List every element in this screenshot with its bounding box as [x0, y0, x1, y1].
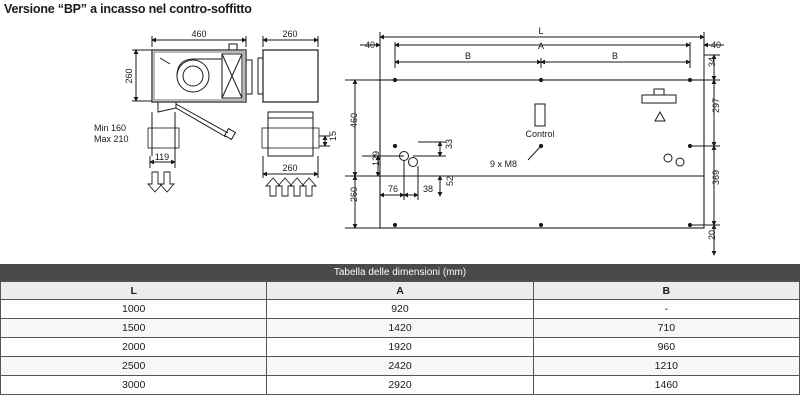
front-gap-label: 15	[328, 131, 338, 141]
cell-L: 1500	[0, 318, 268, 338]
side-width-label: 460	[191, 29, 206, 39]
control-label: Control	[525, 129, 554, 139]
cell-A: 2420	[266, 356, 534, 376]
cell-B: 1210	[532, 356, 800, 376]
plan-right-dim-34: 34	[707, 57, 717, 67]
page-title: Versione “BP” a incasso nel contro-soffi…	[4, 2, 252, 16]
plan-view	[345, 32, 724, 256]
table-row: 2000 1920 960	[0, 337, 800, 357]
plan-right-dim-20: 20	[707, 230, 717, 240]
cell-A: 1420	[266, 318, 534, 338]
side-height-label: 260	[124, 68, 134, 83]
cell-A: 2920	[266, 375, 534, 395]
plan-B-right-label: B	[612, 51, 618, 61]
header-A: A	[266, 281, 534, 300]
cell-L: 1000	[0, 299, 268, 319]
cell-L: 2000	[0, 337, 268, 357]
plan-right-dim-297: 297	[711, 98, 721, 113]
plan-left-dim-260: 260	[349, 187, 359, 202]
side-outlet-label: 119	[155, 152, 169, 162]
front-view	[257, 36, 330, 197]
max-height-label: Max 210	[94, 134, 129, 144]
plan-left-dim-129: 129	[371, 151, 381, 166]
table-row: 3000 2920 1460	[0, 375, 800, 395]
min-height-label: Min 160	[94, 123, 126, 133]
side-view	[132, 36, 253, 193]
plan-bottom-dim-76: 76	[388, 184, 398, 194]
plan-bottom-dim-38: 38	[423, 184, 433, 194]
table-header-row: L A B	[0, 281, 800, 300]
plan-mid-dim-52: 52	[445, 176, 455, 186]
plan-L-label: L	[538, 26, 543, 36]
cell-B: 960	[532, 337, 800, 357]
cell-B: -	[532, 299, 800, 319]
front-outlet-label: 260	[282, 163, 297, 173]
plan-margin-right-label: 40	[711, 40, 721, 50]
plan-B-left-label: B	[465, 51, 471, 61]
cell-B: 710	[532, 318, 800, 338]
cell-A: 1920	[266, 337, 534, 357]
table-row: 2500 2420 1210	[0, 356, 800, 376]
cell-A: 920	[266, 299, 534, 319]
plan-mid-dim-33: 33	[444, 139, 454, 149]
dimensions-table: Tabella delle dimensioni (mm) L A B 1000…	[0, 264, 800, 395]
table-caption: Tabella delle dimensioni (mm)	[0, 264, 800, 281]
plan-right-dim-369: 369	[711, 170, 721, 185]
plan-A-label: A	[538, 41, 544, 51]
cell-B: 1460	[532, 375, 800, 395]
technical-drawing: 460 260 Min 160 Max 210 119 260 15 260	[94, 26, 724, 256]
table-row: 1000 920 -	[0, 299, 800, 319]
screws-label: 9 x M8	[490, 159, 517, 169]
plan-margin-left-label: 40	[365, 40, 375, 50]
front-width-label: 260	[282, 29, 297, 39]
plan-left-dim-460: 460	[349, 113, 359, 128]
cell-L: 2500	[0, 356, 268, 376]
table-row: 1500 1420 710	[0, 318, 800, 338]
header-L: L	[0, 281, 268, 300]
cell-L: 3000	[0, 375, 268, 395]
header-B: B	[532, 281, 800, 300]
